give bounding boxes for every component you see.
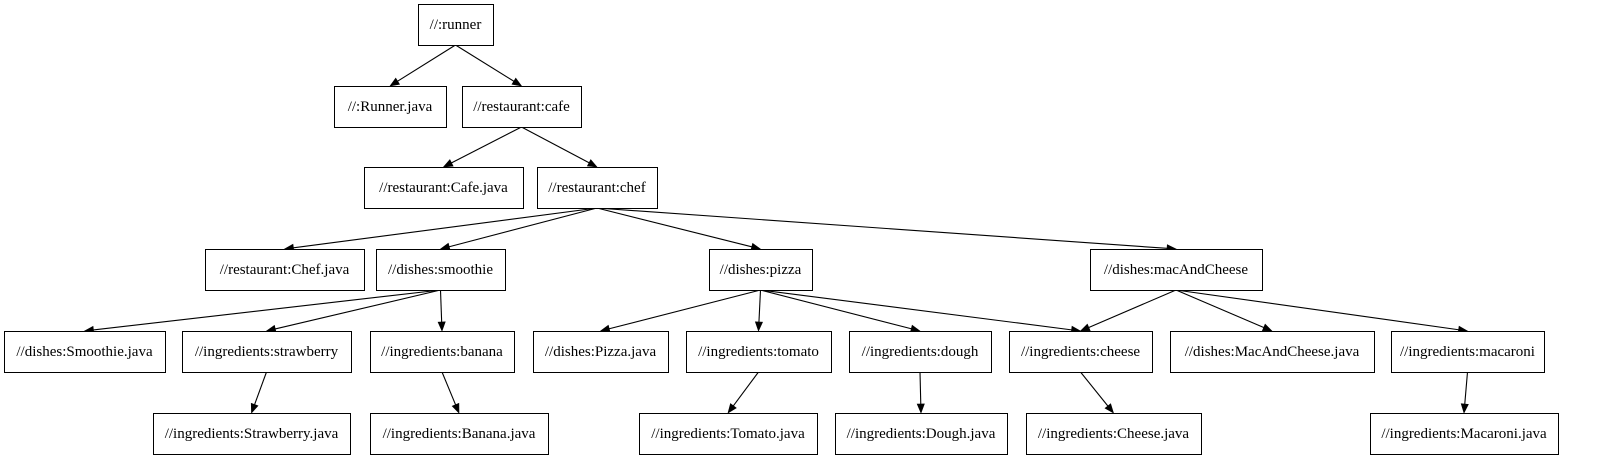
graph-node[interactable]: //restaurant:Cafe.java [364, 167, 524, 209]
node-box [334, 86, 447, 128]
graph-node[interactable]: //ingredients:Strawberry.java [153, 413, 351, 455]
node-label: //ingredients:Strawberry.java [165, 426, 339, 442]
graph-node[interactable]: //ingredients:macaroni [1391, 331, 1545, 373]
graph-edge [1080, 371, 1115, 414]
node-box [370, 413, 549, 455]
node-box [709, 249, 813, 291]
graph-node[interactable]: //ingredients:dough [849, 331, 992, 373]
node-label: //ingredients:cheese [1021, 344, 1140, 360]
node-label: //dishes:MacAndCheese.java [1185, 344, 1360, 360]
node-box [835, 413, 1008, 455]
node-label: //ingredients:strawberry [195, 344, 339, 360]
node-label: //:runner [430, 17, 482, 33]
node-label: //restaurant:cafe [473, 99, 570, 115]
node-label: //dishes:pizza [720, 262, 802, 278]
graph-node[interactable]: //dishes:pizza [709, 249, 813, 291]
graph-edge [760, 289, 921, 333]
node-label: //dishes:Pizza.java [545, 344, 657, 360]
node-box [462, 86, 582, 128]
node-label: //restaurant:Chef.java [220, 262, 350, 278]
graph-node[interactable]: //:Runner.java [334, 86, 447, 128]
graph-edge [1460, 371, 1469, 414]
node-box [849, 331, 992, 373]
node-box [370, 331, 515, 373]
graph-edge [455, 44, 523, 87]
graph-node[interactable]: //:runner [418, 4, 494, 46]
edge-layer [83, 44, 1469, 414]
node-label: //ingredients:banana [381, 344, 503, 360]
node-box [182, 331, 352, 373]
graph-node[interactable]: //restaurant:cafe [462, 86, 582, 128]
node-box [533, 331, 669, 373]
graph-edge [83, 289, 441, 334]
graph-node[interactable]: //ingredients:banana [370, 331, 515, 373]
graph-edge [442, 126, 522, 168]
node-label: //ingredients:Cheese.java [1038, 426, 1190, 442]
graph-edge [1175, 289, 1273, 332]
node-box [1009, 331, 1153, 373]
graph-edge [754, 289, 763, 332]
node-label: //ingredients:Banana.java [383, 426, 536, 442]
graph-node[interactable]: //ingredients:tomato [686, 331, 832, 373]
graph-node[interactable]: //ingredients:Banana.java [370, 413, 549, 455]
graph-edge [437, 289, 446, 332]
graph-node[interactable]: //restaurant:Chef.java [205, 249, 365, 291]
node-label: //ingredients:Dough.java [847, 426, 996, 442]
node-box [1391, 331, 1545, 373]
node-label: //ingredients:Macaroni.java [1381, 426, 1547, 442]
graph-edge [1175, 289, 1469, 334]
node-label: //ingredients:dough [862, 344, 979, 360]
graph-node[interactable]: //ingredients:Dough.java [835, 413, 1008, 455]
graph-edge [521, 126, 598, 168]
node-label: //dishes:smoothie [388, 262, 493, 278]
node-box [205, 249, 365, 291]
graph-edge [760, 289, 1082, 334]
graph-node[interactable]: //dishes:macAndCheese [1090, 249, 1263, 291]
node-layer: //:runner //:Runner.java //restaurant:cafe… [4, 4, 1559, 455]
graph-node[interactable]: //restaurant:chef [537, 167, 658, 209]
node-label: //dishes:macAndCheese [1104, 262, 1248, 278]
node-box [639, 413, 818, 455]
graph-edge [596, 207, 762, 251]
graph-node[interactable]: //ingredients:strawberry [182, 331, 352, 373]
node-box [4, 331, 166, 373]
node-box [537, 167, 658, 209]
node-label: //:Runner.java [348, 99, 433, 115]
graph-edge [250, 371, 268, 414]
graph-node[interactable]: //dishes:Smoothie.java [4, 331, 166, 373]
node-box [1170, 331, 1375, 373]
node-box [364, 167, 524, 209]
node-box [686, 331, 832, 373]
graph-node[interactable]: //ingredients:Cheese.java [1026, 413, 1202, 455]
node-label: //ingredients:macaroni [1400, 344, 1535, 360]
graph-edge [441, 371, 460, 414]
node-label: //ingredients:tomato [698, 344, 819, 360]
node-label: //restaurant:Cafe.java [379, 180, 508, 196]
node-label: //dishes:Smoothie.java [16, 344, 153, 360]
node-label: //restaurant:chef [548, 180, 645, 196]
graph-edge [265, 289, 441, 333]
graph-node[interactable]: //ingredients:Macaroni.java [1370, 413, 1559, 455]
node-box [153, 413, 351, 455]
node-label: //ingredients:Tomato.java [651, 426, 805, 442]
graph-edge [727, 371, 759, 414]
graph-node[interactable]: //dishes:Pizza.java [533, 331, 669, 373]
graph-edge [599, 289, 761, 333]
graph-edge [389, 44, 456, 87]
graph-edge [1079, 289, 1177, 332]
graph-node[interactable]: //ingredients:cheese [1009, 331, 1153, 373]
graph-node[interactable]: //ingredients:Tomato.java [639, 413, 818, 455]
graph-edge [439, 207, 598, 251]
graph-node[interactable]: //dishes:smoothie [376, 249, 506, 291]
graph-node[interactable]: //dishes:MacAndCheese.java [1170, 331, 1375, 373]
node-box [418, 4, 494, 46]
graph-edge [283, 207, 598, 252]
node-box [376, 249, 506, 291]
node-box [1370, 413, 1559, 455]
node-box [1090, 249, 1263, 291]
node-box [1026, 413, 1202, 455]
graph-edge [916, 371, 925, 414]
